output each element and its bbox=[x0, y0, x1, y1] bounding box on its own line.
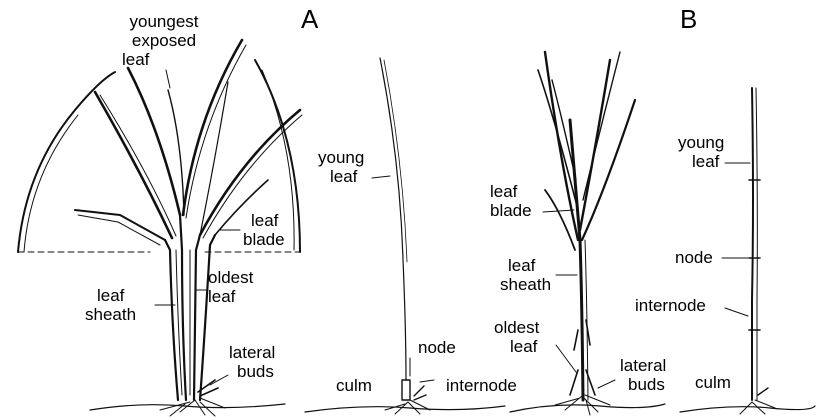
label-oldest-leaf-a-line-1: oldest bbox=[208, 268, 253, 287]
label-culm-a: culm bbox=[336, 376, 372, 395]
label-leaf-blade-b-line-2: blade bbox=[490, 201, 532, 220]
label-oldest-leaf-b-line-1: oldest bbox=[494, 318, 539, 337]
ground-line-a-culm bbox=[305, 406, 505, 412]
label-leaf-sheath-a-line-2: sheath bbox=[85, 305, 136, 324]
label-lateral-buds-a-line-2: buds bbox=[229, 362, 275, 381]
blade-left-low bbox=[75, 210, 165, 240]
b2-node-mark bbox=[749, 180, 760, 330]
label-youngest-line-2: exposed bbox=[104, 31, 224, 50]
blade-left-mid bbox=[95, 92, 172, 238]
label-lateral-buds-b: lateral buds bbox=[620, 356, 666, 394]
label-internode-b: internode bbox=[635, 296, 706, 315]
label-leaf-sheath-a: leaf sheath bbox=[85, 286, 136, 324]
label-young-leaf-b-line-2: leaf bbox=[678, 152, 724, 171]
label-young-leaf-b-line-1: young bbox=[678, 133, 724, 152]
label-lateral-buds-a-line-1: lateral bbox=[229, 343, 275, 362]
label-lateral-buds-b-line-2: buds bbox=[620, 375, 666, 394]
label-culm-b: culm bbox=[695, 373, 731, 392]
label-young-leaf-b: young leaf bbox=[678, 133, 724, 171]
label-young-leaf-a-line-1: young bbox=[318, 148, 364, 167]
label-leaf-blade-a-line-1: leaf bbox=[243, 211, 285, 230]
label-leaf-blade-b-line-1: leaf bbox=[490, 182, 532, 201]
label-young-leaf-a: young leaf bbox=[318, 148, 364, 186]
blade-center-left bbox=[128, 68, 180, 215]
label-leaf-sheath-b-line-2: sheath bbox=[500, 275, 551, 294]
label-lateral-buds-b-line-1: lateral bbox=[620, 356, 666, 375]
label-youngest-line-3: leaf bbox=[104, 50, 224, 69]
label-young-leaf-a-line-2: leaf bbox=[318, 167, 364, 186]
label-leaf-sheath-b-line-1: leaf bbox=[500, 256, 551, 275]
label-oldest-leaf-b: oldest leaf bbox=[494, 318, 539, 356]
label-oldest-leaf-a-line-2: leaf bbox=[208, 287, 253, 306]
label-leaf-blade-a: leaf blade bbox=[243, 211, 285, 249]
label-leaf-sheath-b: leaf sheath bbox=[500, 256, 551, 294]
b-leaf-2 bbox=[580, 60, 610, 230]
b-leaf-6 bbox=[583, 52, 620, 200]
culm-base-a bbox=[402, 380, 410, 400]
label-internode-a: internode bbox=[446, 376, 517, 395]
label-lateral-buds-a: lateral buds bbox=[229, 343, 275, 381]
culm-stem-b2 bbox=[752, 88, 753, 400]
label-leaf-blade-b: leaf blade bbox=[490, 182, 532, 220]
label-oldest-leaf-a: oldest leaf bbox=[208, 268, 253, 306]
label-oldest-leaf-b-line-2: leaf bbox=[494, 337, 539, 356]
label-youngest-line-1: youngest bbox=[104, 12, 224, 31]
label-leaf-sheath-a-line-1: leaf bbox=[85, 286, 136, 305]
label-youngest-exposed-leaf: youngest exposed leaf bbox=[104, 12, 224, 69]
culm-stem-a bbox=[380, 58, 406, 380]
ground-line-a bbox=[90, 404, 285, 410]
label-leaf-blade-a-line-2: blade bbox=[243, 230, 285, 249]
panel-letter-a: A bbox=[301, 5, 318, 33]
label-node-b: node bbox=[675, 248, 713, 267]
panel-letter-b: B bbox=[680, 5, 697, 33]
label-node-a: node bbox=[418, 338, 456, 357]
